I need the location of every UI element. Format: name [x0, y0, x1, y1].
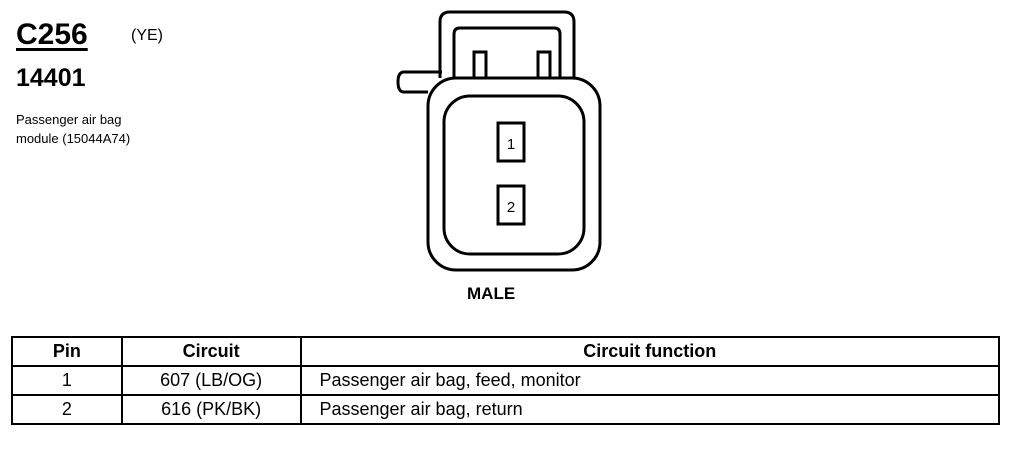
- connector-color-code: (YE): [131, 27, 163, 44]
- pin-table: Pin Circuit Circuit function 1 607 (LB/O…: [11, 336, 1000, 425]
- connector-gender-label: MALE: [467, 284, 516, 303]
- header-circuit-function: Circuit function: [299, 336, 1000, 367]
- cell-circuit: 607 (LB/OG): [120, 365, 302, 396]
- connector-side-tab: [396, 70, 442, 94]
- header-circuit: Circuit: [120, 336, 302, 367]
- pin-cavity-1: [496, 121, 526, 163]
- connector-code: C256: [16, 18, 88, 51]
- table-header-row: Pin Circuit Circuit function: [11, 336, 1000, 367]
- table-row: 1 607 (LB/OG) Passenger air bag, feed, m…: [11, 365, 1000, 396]
- connector-body: [426, 76, 602, 272]
- connector-face-diagram: 1 2: [396, 10, 602, 272]
- latch-slot-left: [472, 50, 488, 80]
- connector-description: Passenger air bag module (15044A74): [16, 110, 130, 148]
- cell-function: Passenger air bag, return: [299, 394, 1000, 425]
- connector-latch: [438, 10, 576, 78]
- cell-circuit: 616 (PK/BK): [120, 394, 302, 425]
- description-line-1: Passenger air bag: [16, 112, 122, 127]
- cell-pin: 2: [11, 394, 123, 425]
- latch-slot-right: [536, 50, 552, 80]
- table-row: 2 616 (PK/BK) Passenger air bag, return: [11, 394, 1000, 425]
- pin-label-1: 1: [507, 136, 515, 153]
- cell-function: Passenger air bag, feed, monitor: [299, 365, 1000, 396]
- connector-latch-inner: [452, 26, 562, 78]
- pin-cavity-2: [496, 184, 526, 226]
- connector-part-number: 14401: [16, 64, 86, 92]
- description-line-2: module (15044A74): [16, 131, 131, 146]
- cell-pin: 1: [11, 365, 123, 396]
- header-pin: Pin: [11, 336, 123, 367]
- connector-body-inner: [442, 94, 586, 256]
- pin-label-2: 2: [507, 199, 515, 216]
